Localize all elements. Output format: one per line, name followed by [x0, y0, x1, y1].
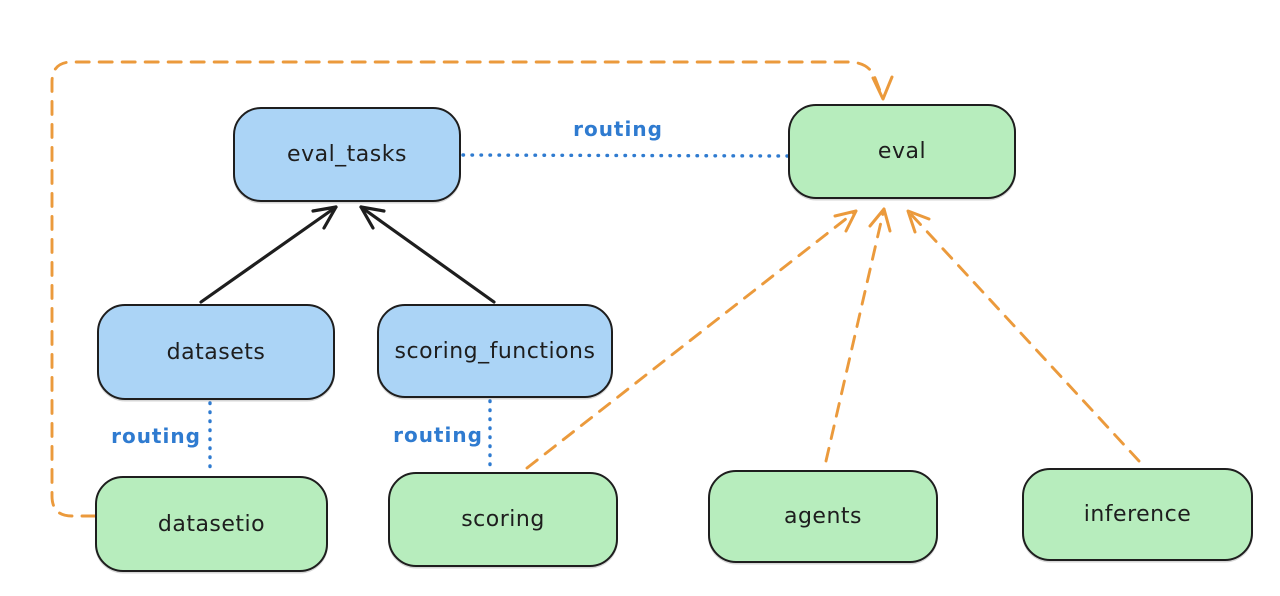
node-inference: inference — [1022, 468, 1253, 561]
node-agents: agents — [708, 470, 938, 563]
edge-datasets-to-eval-tasks — [199, 205, 338, 304]
edge-label-routing-top: routing — [573, 117, 663, 141]
node-datasetio: datasetio — [95, 476, 328, 572]
edge-agents-to-eval — [824, 207, 892, 463]
edge-label-routing-datasets: routing — [111, 424, 201, 448]
node-scoring-functions: scoring_functions — [377, 304, 613, 398]
node-datasets: datasets — [97, 304, 335, 400]
node-scoring: scoring — [388, 472, 618, 567]
edge-inference-to-eval — [906, 209, 1141, 463]
edge-eval-tasks-to-eval — [461, 153, 790, 158]
edge-scoring-functions-to-eval-tasks — [359, 205, 496, 304]
edge-scoring-to-eval — [525, 209, 858, 470]
node-eval: eval — [788, 104, 1016, 199]
edge-label-routing-scoring: routing — [393, 423, 483, 447]
edge-datasetio-to-eval — [50, 60, 894, 518]
node-eval-tasks: eval_tasks — [233, 107, 461, 202]
